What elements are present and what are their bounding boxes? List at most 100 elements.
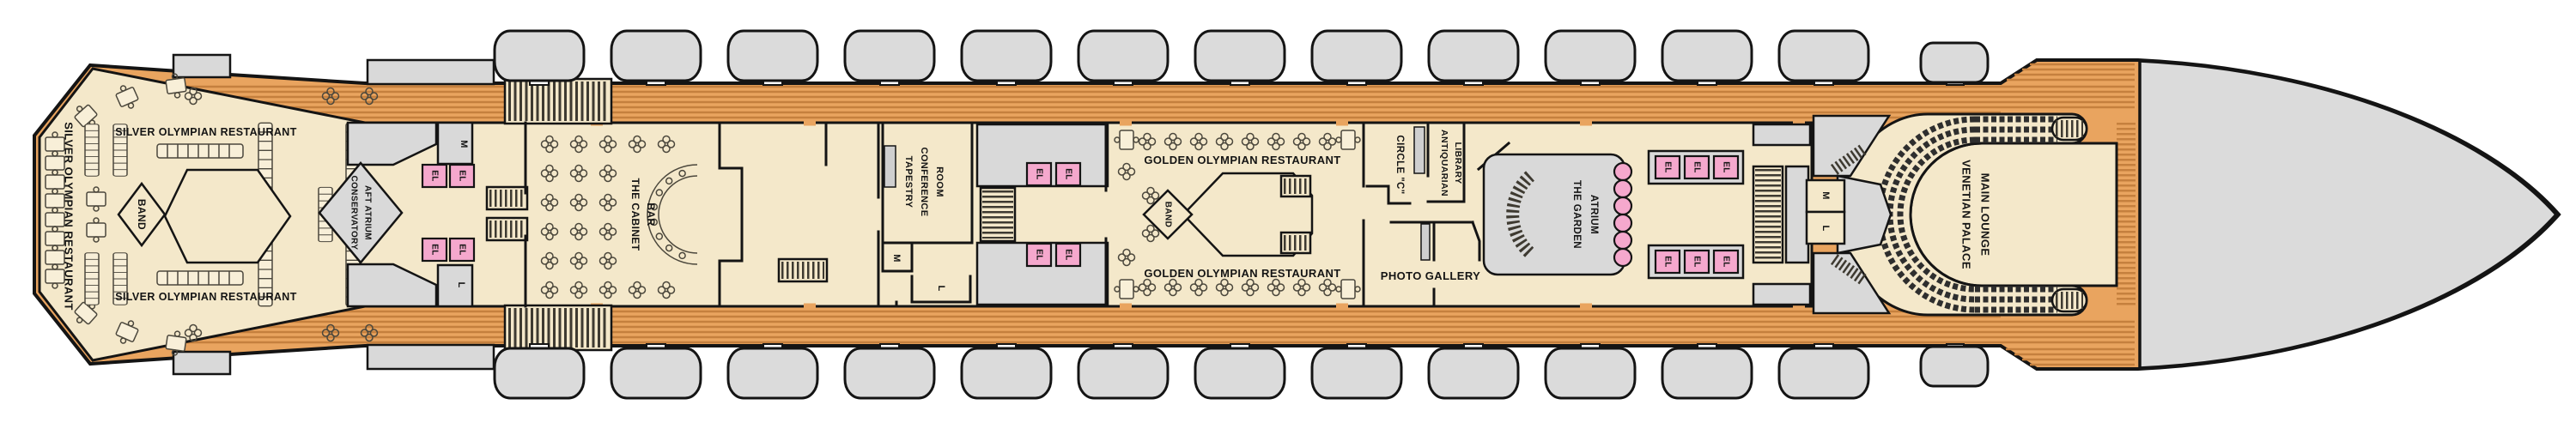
elevator: EL [1683,154,1710,180]
forward-elevator-bank: EL EL EL EL EL EL [1647,123,1812,306]
library-label-1: ANTIQUARIAN [1439,130,1449,196]
tapestry-label-2: CONFERENCE [919,147,929,216]
lifeboat [960,347,1053,400]
svg-text:EL: EL [1064,168,1073,180]
silver-dance-floor [163,168,292,264]
elevator: EL [1025,161,1053,187]
golden-olympian-top-label: GOLDEN OLYMPIAN RESTAURANT [1144,154,1340,166]
lifeboat [726,347,819,400]
svg-text:EL: EL [458,244,467,256]
golden-olympian-bottom-label: GOLDEN OLYMPIAN RESTAURANT [1144,267,1340,280]
restroom-ladies-label: L [456,281,466,287]
conservatory-label-2: AFT ATRIUM [363,185,373,240]
lifeboat [1544,347,1637,400]
lifeboat [1310,29,1403,82]
lifeboat [1077,29,1170,82]
lifeboat-small [1919,41,1990,84]
tapestry-conference-room: TAPESTRY CONFERENCE ROOM M L [881,121,974,308]
restroom-ladies-label: L [936,285,946,291]
elevator: EL [1712,154,1740,180]
lifeboat [726,29,819,82]
conservatory-label-1: CONSERVATORY [349,175,359,250]
lifeboat [493,29,586,82]
lifeboat [1544,29,1637,82]
service-room [777,121,880,308]
garden-atrium: THE GARDEN ATRIUM [1482,153,1633,276]
tapestry-label-3: ROOM [934,166,945,197]
restroom-men-label: M [459,140,469,148]
lifeboats-top [493,29,1990,86]
silver-band-label: BAND [136,199,148,230]
restroom-men-label: M [1820,191,1831,200]
golden-olympian-restaurant: BAND GOLDEN OLYMPIAN RESTAURANT GOLDEN O… [1104,121,1365,308]
elevator: EL [1683,249,1710,275]
cabinet-bar-label-2: BAR [645,202,657,226]
svg-text:EL: EL [1722,161,1731,173]
lifeboat [960,29,1053,82]
restroom-ladies-label: L [1820,225,1831,231]
deck-platform [366,58,495,86]
deck-platform [172,53,232,79]
bow-foredeck [2138,59,2559,370]
silver-band-stage [117,181,167,248]
conservatory-aft-atrium: CONSERVATORY AFT ATRIUM EL EL EL EL M L [318,121,529,308]
midship-lobby: EL EL EL EL [975,123,1109,306]
svg-text:EL: EL [1035,168,1044,180]
lifeboat-small [1919,345,1990,388]
deck-platform [172,350,232,376]
tapestry-label-1: TAPESTRY [903,156,914,208]
cabinet-bar-label-1: THE CABINET [629,178,641,251]
elevator: EL [1654,249,1681,275]
svg-text:EL: EL [1692,161,1702,173]
silver-olympian-bottom-label: SILVER OLYMPIAN RESTAURANT [115,291,297,303]
lifeboats-bottom [493,343,1990,400]
svg-text:EL: EL [1692,256,1702,268]
lifeboat [1777,29,1870,82]
lifeboat [610,29,702,82]
lifeboat [1661,347,1753,400]
lifeboat [1777,347,1870,400]
cabinet-bar: THE CABINET BAR [524,121,744,308]
lifeboat [1194,347,1286,400]
circle-c-library-photo: CIRCLE "C" ANTIQUARIAN LIBRARY PHOTO GAL… [1365,123,1511,308]
elevator: EL [448,237,476,263]
silver-olympian-top-label: SILVER OLYMPIAN RESTAURANT [115,126,297,138]
lifeboat [843,347,936,400]
elevator: EL [421,163,448,189]
circle-c-label: CIRCLE "C" [1394,135,1405,194]
stern-staircases [503,77,613,352]
lifeboat [1077,347,1170,400]
elevator: EL [1025,242,1053,268]
restroom-men-label: M [891,254,902,263]
silver-olympian-side-label: SILVER OLYMPIAN RESTAURANT [63,122,76,311]
library-label-2: LIBRARY [1453,142,1463,184]
photo-gallery-label: PHOTO GALLERY [1381,269,1480,282]
svg-text:EL: EL [430,244,440,256]
elevator: EL [1712,249,1740,275]
venetian-palace-main-lounge: M L VENETIAN PALACE MAIN LOUNGE [1805,112,2118,317]
svg-text:EL: EL [430,170,440,182]
golden-band-stage [1142,189,1194,240]
garden-atrium-label-2: ATRIUM [1589,195,1599,234]
golden-band-label: BAND [1163,202,1173,228]
deck-platform [366,343,495,371]
lifeboat [1310,347,1403,400]
lifeboat [843,29,936,82]
svg-text:EL: EL [1035,249,1044,261]
golden-dance-floor [1182,172,1314,257]
svg-text:EL: EL [1663,161,1673,173]
elevator: EL [448,163,476,189]
svg-text:EL: EL [1064,249,1073,261]
elevator: EL [421,237,448,263]
venetian-label-2: MAIN LOUNGE [1979,173,1992,257]
svg-text:EL: EL [458,170,467,182]
lifeboat [493,347,586,400]
garden-atrium-label-1: THE GARDEN [1571,180,1582,249]
lifeboat [610,347,702,400]
venetian-label-1: VENETIAN PALACE [1960,160,1973,269]
lifeboat [1427,29,1520,82]
elevator: EL [1654,154,1681,180]
deck-stripes [82,63,2136,366]
